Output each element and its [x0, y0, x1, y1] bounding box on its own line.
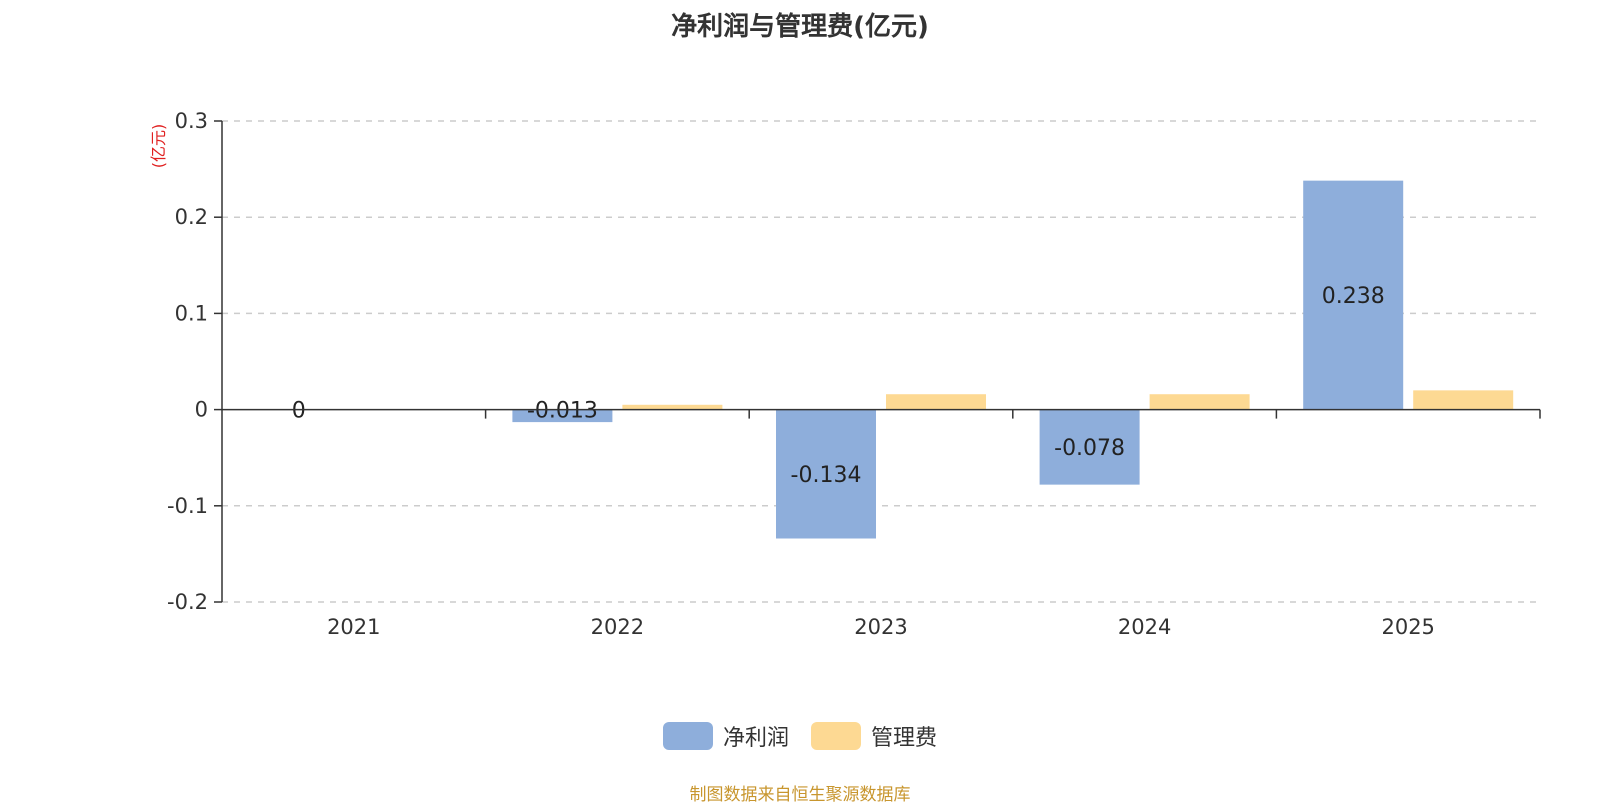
source-note: 制图数据来自恒生聚源数据库 — [689, 785, 911, 805]
data-label: 0 — [292, 399, 306, 424]
y-tick-label: 0 — [195, 398, 208, 422]
legend-swatch-management-fee — [811, 722, 861, 750]
legend-label-management-fee: 管理费 — [871, 726, 938, 751]
legend-item-management-fee[interactable]: 管理费 — [811, 720, 937, 752]
bar-management-fee — [1149, 394, 1250, 410]
y-tick-label: 0.2 — [175, 205, 208, 229]
bar-net-profit — [776, 409, 876, 539]
bar-management-fee — [622, 404, 723, 410]
bar-net-profit — [1303, 180, 1404, 410]
x-tick-label: 2021 — [327, 615, 380, 639]
data-label: -0.078 — [1054, 436, 1125, 461]
y-axis-label: (亿元) — [149, 124, 168, 169]
y-tick-label: -0.1 — [167, 494, 208, 518]
legend-swatch-net-profit — [662, 722, 713, 750]
data-label: 0.238 — [1322, 284, 1385, 309]
y-tick-label: 0.3 — [175, 109, 208, 133]
data-label: -0.134 — [791, 463, 862, 488]
x-tick-label: 2025 — [1381, 615, 1434, 639]
bar-net-profit — [512, 409, 613, 423]
legend-item-net-profit[interactable]: 净利润 — [662, 720, 789, 752]
legend-label-net-profit: 净利润 — [722, 726, 789, 751]
y-tick-label: -0.2 — [167, 590, 208, 614]
bar-management-fee — [1413, 390, 1514, 410]
x-tick-label: 2022 — [591, 615, 644, 639]
bar-management-fee — [886, 394, 986, 410]
y-tick-label: 0.1 — [175, 301, 208, 325]
chart-title: 净利润与管理费(亿元) — [671, 12, 929, 42]
data-label: -0.013 — [527, 399, 598, 424]
bar-chart: 0.3 0.2 0.1 0 -0.1 -0.2 (亿元) 0 -0.013 -0.134 -0.07… — [149, 109, 1541, 639]
bar-net-profit — [1039, 409, 1140, 485]
x-tick-label: 2024 — [1118, 615, 1171, 639]
x-tick-label: 2023 — [854, 615, 907, 639]
legend: 净利润 管理费 — [0, 720, 1600, 752]
